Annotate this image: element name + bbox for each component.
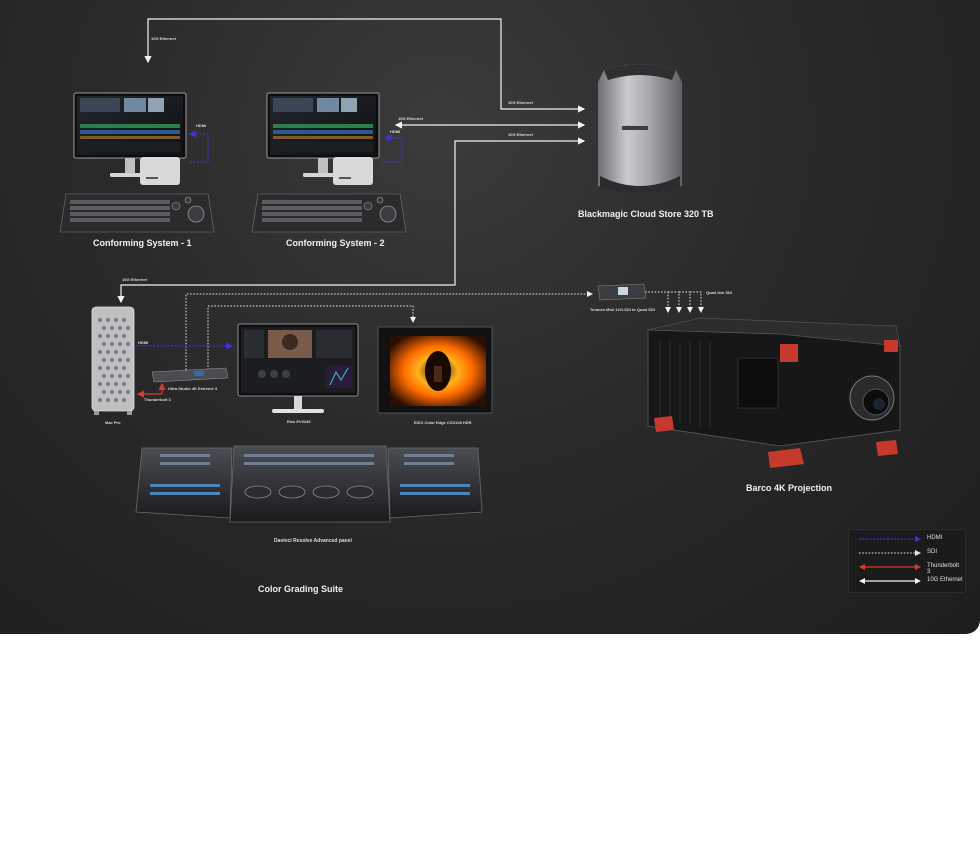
eth-line-conforming1 [144,18,586,113]
hdmi-label-1: HDMI [196,123,207,128]
barco-projector [647,317,901,468]
conforming-system-2 [251,92,407,233]
sdi-swatch [859,550,921,556]
ultrastudio-device [151,367,229,383]
legend-label-thunderbolt: Thunderbolt 3 [927,563,960,575]
suite-title: Color Grading Suite [258,584,344,594]
cloud-store-brand: Blackmagic [626,124,647,129]
thunderbolt-label: Thunderbolt 3 [144,397,171,402]
legend-label-sdi: SDI [927,549,938,555]
diagram-graphics [59,18,901,523]
eizo-monitor [237,323,359,413]
eth-label-r1: 10G Ethernet [508,100,533,105]
eizo-label: Eizo EV3240 [287,419,311,424]
mac-pro-label: Mac Pro [105,420,121,425]
legend-item-hdmi: HDMI [855,533,963,545]
sdi-lines [185,291,704,370]
eizo-hdr-monitor [377,326,493,414]
legend-item-thunderbolt: Thunderbolt 3 [855,561,963,575]
ethernet-lines [117,18,586,304]
eth-label-left: 10G Ethernet [398,116,423,121]
ethernet-swatch [859,578,921,584]
cloud-store-device [598,64,682,193]
conforming-2-title: Conforming System - 2 [286,238,385,248]
conforming-system-1 [59,92,215,233]
legend: HDMI SDI Thunderbolt 3 10G Ethernet [848,529,966,593]
quad-link-label: Quad link SDI [706,290,733,295]
sdi-quad-3 [679,291,693,313]
panel-label: Davinci Resolve Advanced panel [274,538,352,544]
diagram-canvas: 10G Ethernet 10G Ethernet 10G Ethernet 1… [0,0,980,634]
thunderbolt-line [136,382,166,398]
legend-item-sdi: SDI [855,547,963,559]
thunderbolt-swatch [859,564,921,570]
sdi-quad-4 [690,291,704,313]
sdi-quad-2 [668,291,682,313]
legend-label-ethernet: 10G Ethernet [927,577,963,583]
ultrastudio-label: Ultra Studio 4K Extreme 3 [168,386,218,391]
davinci-panel [135,445,483,523]
barco-title: Barco 4K Projection [746,483,833,493]
eth-line-macpro [117,137,586,304]
eth-label-top: 10G Ethernet [151,36,176,41]
hdmi-line-1 [188,130,209,163]
hdmi-label-3: HDMI [138,340,149,345]
legend-item-ethernet: 10G Ethernet [855,575,963,587]
eth-label-mac: 10G Ethernet [122,277,147,282]
mac-pro-device [91,306,135,415]
hdmi-swatch [859,536,921,542]
sdi-line-eizo-hdr [207,305,416,370]
sdi-line-teranex [185,291,593,370]
eth-label-r3: 10G Ethernet [508,132,533,137]
eizo-hdr-label: EIZO Color Edge CG3145 HDR [414,420,472,425]
hdmi-label-2: HDMI [390,129,401,134]
teranex-label: Teranex Mini 12G-SDI to Quad SDI [590,307,655,312]
legend-label-hdmi: HDMI [927,535,943,541]
hdmi-lines [136,130,403,350]
conforming-1-title: Conforming System - 1 [93,238,192,248]
teranex-device [597,283,647,301]
cloud-store-title: Blackmagic Cloud Store 320 TB [578,209,714,219]
hdmi-line-2 [383,134,403,163]
